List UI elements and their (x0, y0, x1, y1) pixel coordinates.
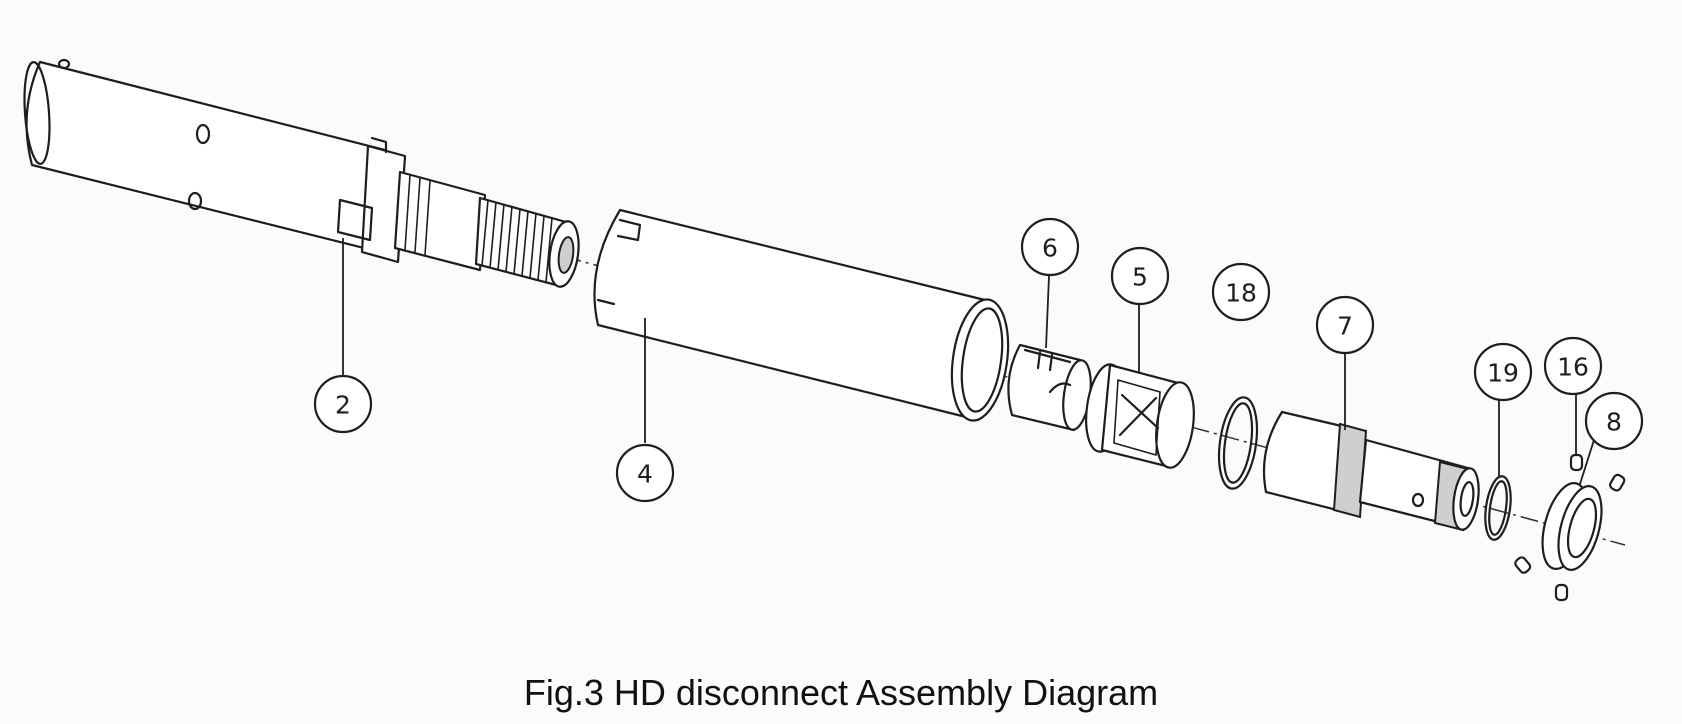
callout-2: 2 (313, 374, 373, 434)
callout-2-label: 2 (335, 391, 351, 420)
callout-4: 4 (615, 443, 675, 503)
callout-19-label: 19 (1487, 359, 1519, 388)
callout-5-label: 5 (1132, 263, 1148, 292)
callout-18: 18 (1211, 262, 1271, 322)
callout-8-label: 8 (1606, 408, 1622, 437)
leader-8 (1579, 439, 1595, 485)
assembly-diagram: 2 4 6 5 18 7 19 16 8 (23, 58, 1644, 602)
callout-18-label: 18 (1225, 279, 1257, 308)
callout-7-label: 7 (1337, 312, 1353, 341)
part-8-collar (1541, 482, 1603, 571)
callout-6-label: 6 (1042, 234, 1058, 263)
callout-16: 16 (1543, 336, 1603, 396)
callout-8: 8 (1584, 391, 1644, 451)
figure-caption: Fig.3 HD disconnect Assembly Diagram (523, 672, 1159, 713)
part-18-o-ring (1217, 396, 1259, 490)
part-5-cage (1085, 363, 1195, 469)
callout-4-label: 4 (637, 460, 653, 489)
callout-5: 5 (1110, 246, 1170, 306)
part-4-outer-tube (593, 208, 1010, 422)
part-19-o-ring (1484, 475, 1512, 541)
part-7-mandrel (1262, 410, 1480, 532)
part-2-upper-housing (23, 58, 580, 288)
callout-7: 7 (1315, 295, 1375, 355)
callout-6: 6 (1020, 217, 1080, 277)
callout-16-label: 16 (1557, 353, 1589, 382)
part-16-set-screws (1514, 453, 1626, 602)
part-6-split-sleeve (1007, 343, 1092, 432)
leader-6 (1045, 275, 1050, 349)
callout-19: 19 (1473, 342, 1533, 402)
